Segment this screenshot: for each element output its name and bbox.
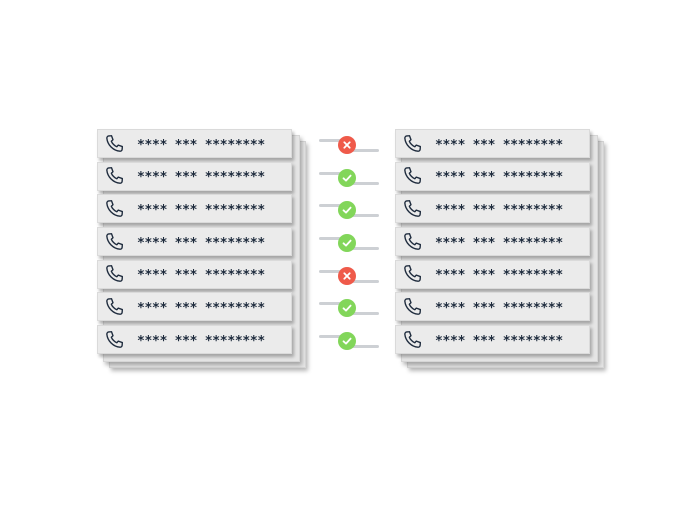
masked-phone-number: **** *** ******** [137,202,265,218]
masked-phone-number: **** *** ******** [435,300,563,316]
phone-icon [104,165,126,187]
match-ok-indicator[interactable] [338,332,356,351]
masked-phone-number: **** *** ******** [137,268,265,284]
masked-phone-number: **** *** ******** [435,137,563,153]
phone-icon [402,133,424,155]
toggle-track [319,171,345,175]
check-icon [342,174,352,182]
match-toggle[interactable] [318,196,382,225]
phone-icon [402,231,424,253]
list-item: **** *** ******** [97,161,292,191]
phone-icon [104,133,126,155]
phone-icon [402,263,424,285]
list-item: **** *** ******** [395,227,590,257]
list-item: **** *** ******** [395,194,590,224]
masked-phone-number: **** *** ******** [435,202,563,218]
phone-icon [104,296,126,318]
list-item: **** *** ******** [97,292,292,322]
right-number-stack: **** *** ******** **** *** ******** ****… [395,129,615,375]
match-toggle[interactable] [318,294,382,323]
list-item: **** *** ******** [97,129,292,158]
masked-phone-number: **** *** ******** [435,170,563,186]
masked-phone-number: **** *** ******** [435,235,563,251]
list-item: **** *** ******** [395,292,590,322]
match-fail-indicator[interactable] [338,266,356,285]
x-icon [343,141,351,149]
match-ok-indicator[interactable] [338,299,356,318]
match-toggle[interactable] [318,229,382,258]
list-item: **** *** ******** [97,227,292,257]
masked-phone-number: **** *** ******** [137,333,265,349]
phone-icon [402,296,424,318]
phone-icon [402,198,424,220]
toggle-track [352,181,379,185]
phone-icon [402,329,424,351]
masked-phone-number: **** *** ******** [435,268,563,284]
list-item: **** *** ******** [97,325,292,355]
phone-icon [104,263,126,285]
left-number-stack: **** *** ******** **** *** ******** ****… [97,129,317,375]
x-icon [343,272,351,280]
phone-icon [104,231,126,253]
toggle-track [352,345,379,349]
phone-icon [104,329,126,351]
list-item: **** *** ******** [395,259,590,289]
match-toggle[interactable] [318,164,382,193]
match-toggle[interactable] [318,131,382,160]
list-item: **** *** ******** [395,325,590,355]
toggle-track [319,204,345,208]
check-icon [342,305,352,312]
check-icon [342,239,352,247]
toggle-track [352,149,379,152]
toggle-track [352,214,379,218]
right-number-list: **** *** ******** **** *** ******** ****… [395,129,590,358]
left-number-list: **** *** ******** **** *** ******** ****… [97,129,292,358]
masked-phone-number: **** *** ******** [435,333,563,349]
toggle-track [319,335,345,339]
list-item: **** *** ******** [97,259,292,289]
match-ok-indicator[interactable] [338,168,356,187]
masked-phone-number: **** *** ******** [137,235,265,251]
masked-phone-number: **** *** ******** [137,170,265,186]
toggle-track [319,302,345,306]
toggle-track [319,237,345,241]
match-status-column [318,131,382,360]
toggle-track [319,139,345,142]
phone-icon [104,198,126,220]
toggle-track [352,247,379,251]
match-toggle[interactable] [318,262,382,291]
masked-phone-number: **** *** ******** [137,137,265,153]
masked-phone-number: **** *** ******** [137,300,265,316]
list-item: **** *** ******** [97,194,292,224]
match-fail-indicator[interactable] [338,136,356,154]
check-icon [342,207,352,214]
match-toggle[interactable] [318,327,382,356]
phone-icon [402,165,424,187]
toggle-track [319,269,345,273]
list-item: **** *** ******** [395,161,590,191]
match-ok-indicator[interactable] [338,201,356,220]
toggle-track [352,312,379,316]
toggle-track [352,279,379,283]
match-ok-indicator[interactable] [338,234,356,253]
list-item: **** *** ******** [395,129,590,158]
check-icon [342,337,352,345]
